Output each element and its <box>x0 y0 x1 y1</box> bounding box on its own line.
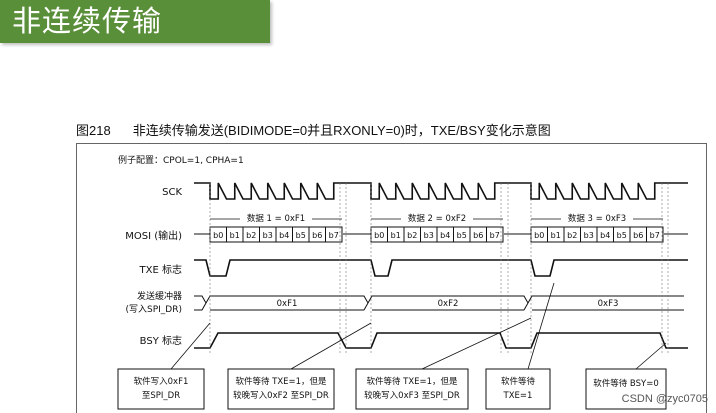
mosi-bit-label: b2 <box>246 231 256 240</box>
note-box <box>585 368 667 410</box>
buffer-value: 0xF1 <box>277 299 298 309</box>
mosi-bit-label: b5 <box>457 231 467 240</box>
config-label: 例子配置：CPOL=1, CPHA=1 <box>118 154 244 166</box>
mosi-bit-label: b3 <box>424 231 434 240</box>
note-text: 软件写入0xF1 <box>134 376 189 387</box>
txe-label: TXE 标志 <box>139 263 182 276</box>
buffer-label: 发送缓冲器 <box>137 290 182 302</box>
frame-label: 数据 3 = 0xF3 <box>568 213 626 224</box>
sck-waveform <box>194 182 688 200</box>
note-text: 较晚写入0xF3 至SPI_DR <box>364 390 460 401</box>
mosi-bit-label: b0 <box>534 231 544 240</box>
buffer-label-2: (写入SPI_DR) <box>125 304 182 315</box>
mosi-bit-label: b4 <box>279 231 289 240</box>
note-box <box>227 368 335 410</box>
note-pointer <box>635 342 667 370</box>
mosi-bit-label: b5 <box>296 231 306 240</box>
mosi-bit-label: b0 <box>213 231 223 240</box>
page-title: 非连续传输 <box>12 4 163 38</box>
mosi-label: MOSI (输出) <box>125 229 182 242</box>
mosi-bit-label: b6 <box>633 231 643 240</box>
note-box <box>355 368 469 410</box>
mosi-bit-label: b6 <box>312 231 322 240</box>
note-pointer <box>170 322 211 370</box>
note-text: 软件等待 TXE=1，但是 <box>235 376 327 387</box>
buffer-bus <box>194 295 684 311</box>
bsy-waveform <box>194 332 688 349</box>
sck-label: SCK <box>162 187 182 198</box>
frame-label: 数据 2 = 0xF2 <box>408 213 466 224</box>
mosi-bit-label: b0 <box>374 231 384 240</box>
txe-waveform <box>194 259 688 277</box>
mosi-bit-label: b5 <box>617 231 627 240</box>
mosi-bit-label: b2 <box>407 231 417 240</box>
note-text: TXE=1 <box>503 391 533 401</box>
mosi-bit-label: b4 <box>600 231 610 240</box>
figure-number: 图218 <box>76 123 111 138</box>
note-box <box>485 368 551 410</box>
mosi-bit-label: b2 <box>567 231 577 240</box>
mosi-bit-label: b4 <box>440 231 450 240</box>
note-text: 较晚写入0xF2 至SPI_DR <box>233 390 329 401</box>
mosi-bit-label: b7 <box>650 231 660 240</box>
figure-caption: 图218 非连续传输发送(BIDIMODE=0并且RXONLY=0)时，TXE/B… <box>76 120 551 139</box>
mosi-bit-label: b3 <box>584 231 594 240</box>
figure-caption-text: 非连续传输发送(BIDIMODE=0并且RXONLY=0)时，TXE/BSY变化… <box>132 123 551 138</box>
note-pointer <box>527 282 555 370</box>
note-text: 软件等待 TXE=1，但是 <box>366 376 458 387</box>
note-text: 软件等待 BSY=0 <box>593 378 659 389</box>
note-pointer <box>290 322 372 370</box>
mosi-bit-label: b7 <box>490 231 500 240</box>
title-bar: 非连续传输 <box>0 0 270 43</box>
mosi-bit-label: b1 <box>391 231 401 240</box>
watermark: CSDN @zyc0705 <box>621 393 708 405</box>
buffer-value: 0xF2 <box>438 299 459 309</box>
note-pointer <box>421 317 532 370</box>
note-text: 软件等待 <box>501 376 536 387</box>
mosi-bit-label: b6 <box>473 231 483 240</box>
bsy-label: BSY 标志 <box>140 334 182 347</box>
note-text: 至SPI_DR <box>142 391 180 401</box>
note-box <box>117 368 205 410</box>
mosi-bit-label: b7 <box>329 231 339 240</box>
buffer-value: 0xF3 <box>598 299 619 309</box>
mosi-bit-label: b3 <box>263 231 273 240</box>
mosi-bit-label: b1 <box>551 231 561 240</box>
diagram-frame <box>76 143 707 413</box>
mosi-bit-label: b1 <box>230 231 240 240</box>
frame-label: 数据 1 = 0xF1 <box>247 213 305 224</box>
